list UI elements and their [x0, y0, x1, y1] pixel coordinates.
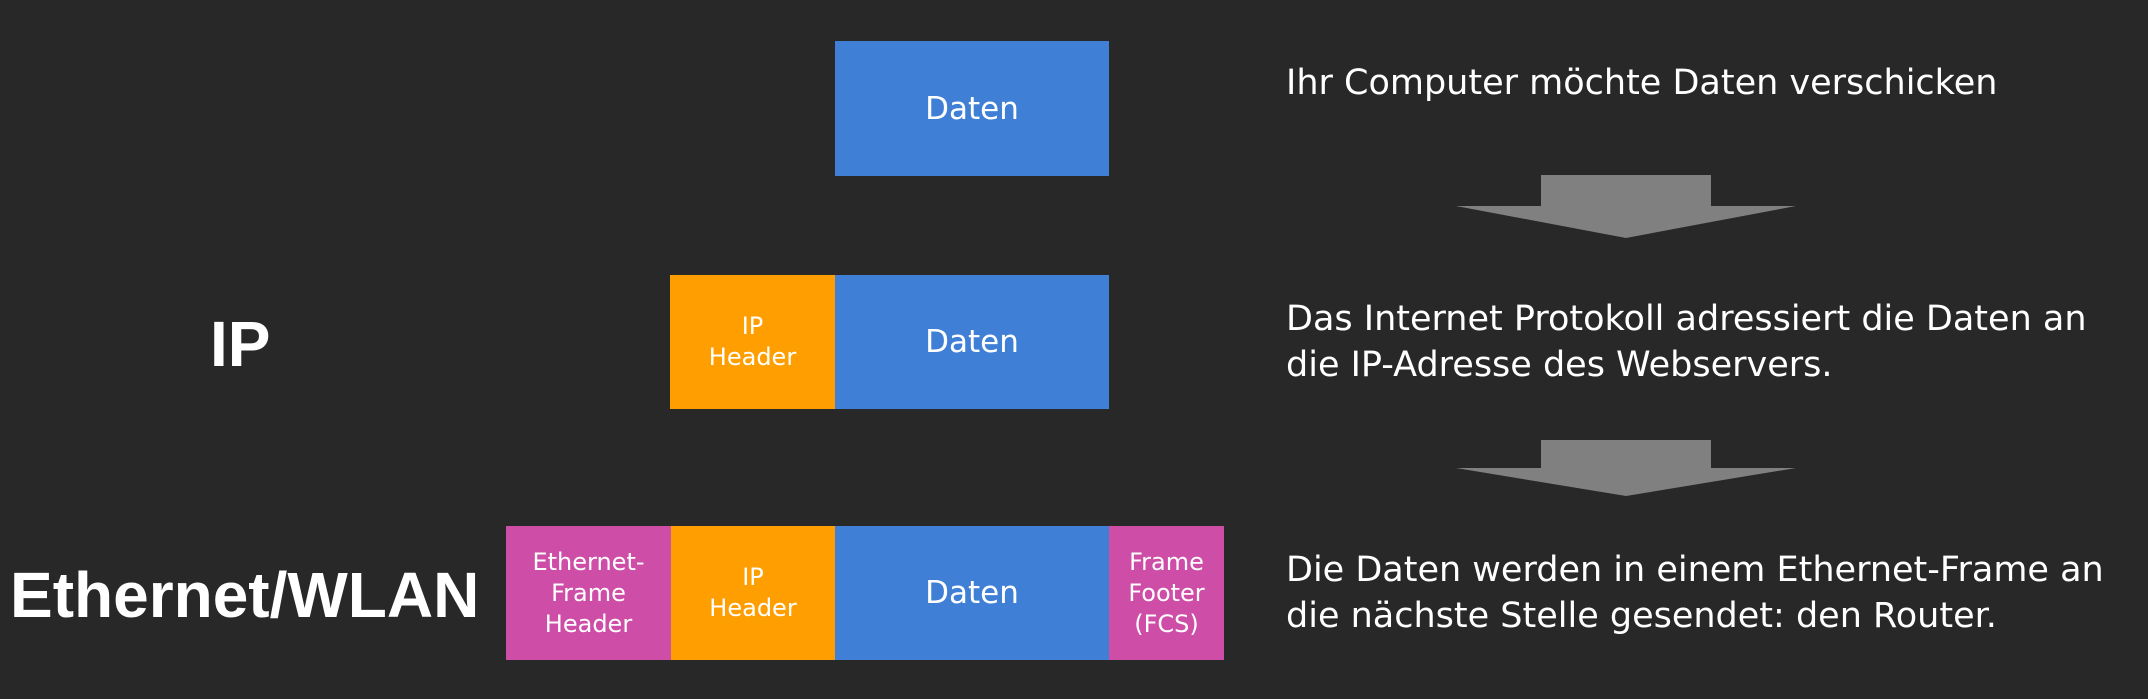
ethernet-frame-header-label: Ethernet- Frame Header	[532, 547, 645, 638]
daten-label: Daten	[925, 324, 1019, 360]
frame-footer-label: Frame Footer (FCS)	[1128, 547, 1205, 638]
daten-label: Daten	[925, 90, 1019, 127]
description-row-2: Das Internet Protokoll adressiert die Da…	[1286, 299, 2087, 385]
description-row-3: Die Daten werden in einem Ethernet-Frame…	[1286, 550, 2104, 636]
layer-label-ethernet-wlan: Ethernet/WLAN	[10, 559, 480, 631]
ip-header-label: IP Header	[708, 312, 797, 371]
down-arrow-icon	[1456, 175, 1796, 238]
ip-header-label: IP Header	[709, 563, 797, 622]
ethernet-frame-header-block: Ethernet- Frame Header	[506, 526, 671, 660]
daten-block: Daten	[835, 275, 1109, 409]
down-arrow-icon	[1456, 440, 1796, 496]
ip-header-block: IP Header	[670, 275, 835, 409]
description-row-1: Ihr Computer möchte Daten verschicken	[1286, 63, 1998, 103]
daten-label: Daten	[925, 575, 1019, 611]
ip-header-block: IP Header	[671, 526, 835, 660]
daten-block: Daten	[835, 41, 1109, 176]
daten-block: Daten	[835, 526, 1109, 660]
layer-label-ip: IP	[210, 308, 271, 380]
frame-footer-block: Frame Footer (FCS)	[1109, 526, 1224, 660]
